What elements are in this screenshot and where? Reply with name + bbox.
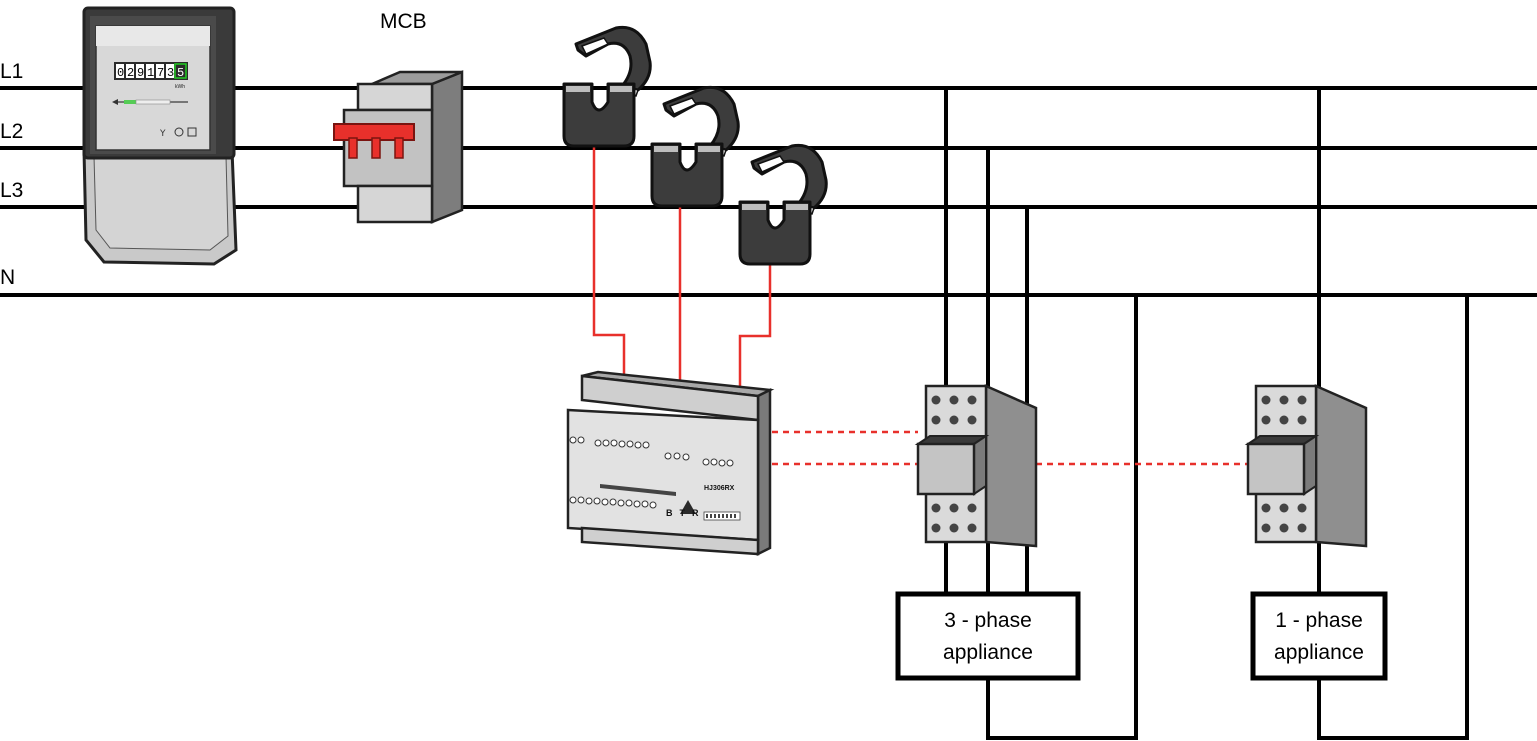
control-links xyxy=(772,430,1250,466)
current-clamp-icon xyxy=(738,143,828,266)
mcb-toggles xyxy=(333,123,415,159)
svg-text:Y: Y xyxy=(159,129,166,139)
svg-text:1: 1 xyxy=(147,66,154,80)
current-clamp-icon xyxy=(562,25,652,148)
single-phase-appliance-line2: appliance xyxy=(1274,641,1364,664)
label-l1: L1 xyxy=(0,60,23,83)
label-l3: L3 xyxy=(0,179,23,202)
svg-text:BTR: BTR xyxy=(666,508,706,518)
contactor-icon xyxy=(916,384,1038,548)
controller-logo: BTR xyxy=(666,500,706,518)
svg-text:2: 2 xyxy=(127,66,134,80)
svg-text:7: 7 xyxy=(157,66,164,80)
meter-digits: 0 2 9 1 7 3 5 xyxy=(116,63,187,80)
sensor-wires xyxy=(592,144,772,392)
single-phase-appliance-line1: 1 - phase xyxy=(1275,609,1363,632)
current-clamp-icon xyxy=(650,85,740,208)
din-rail-controller-icon: BTR HJ306RX xyxy=(566,370,775,557)
three-phase-appliance-line1: 3 - phase xyxy=(944,609,1032,632)
svg-text:0: 0 xyxy=(117,66,124,80)
three-phase-appliance-line2: appliance xyxy=(943,641,1033,664)
single-phase-appliance: 1 - phase appliance xyxy=(1250,591,1388,681)
svg-text:5: 5 xyxy=(177,66,184,80)
contactor-icon xyxy=(1246,384,1368,548)
label-l2: L2 xyxy=(0,120,23,143)
circuit-breaker-icon xyxy=(333,70,464,224)
svg-text:9: 9 xyxy=(137,66,144,80)
label-n: N xyxy=(0,266,15,289)
three-phase-appliance: 3 - phase appliance xyxy=(895,591,1081,681)
energy-meter-icon: 0 2 9 1 7 3 5 kWh Y xyxy=(82,6,238,266)
svg-text:3: 3 xyxy=(167,66,174,80)
mcb-label: MCB xyxy=(380,10,427,33)
meter-unit: kWh xyxy=(175,84,185,90)
controller-model: HJ306RX xyxy=(704,485,735,492)
